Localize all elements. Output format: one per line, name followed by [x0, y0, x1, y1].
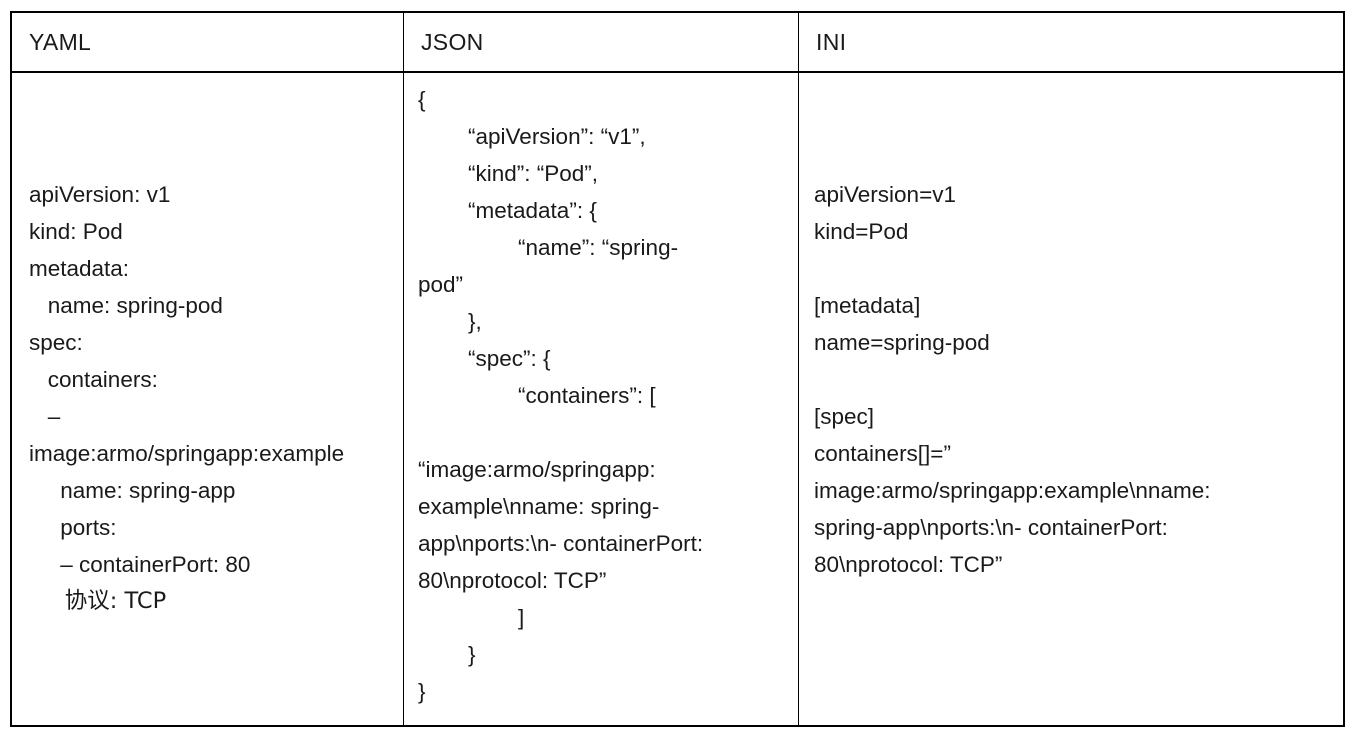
json-line: },	[418, 309, 482, 334]
yaml-line: kind: Pod	[29, 219, 123, 244]
ini-blank-line	[814, 361, 1329, 398]
yaml-line: name: spring-pod	[29, 293, 223, 318]
ini-line: 80\nprotocol: TCP”	[814, 552, 1003, 577]
yaml-line: –	[29, 404, 61, 429]
yaml-line: – containerPort: 80	[29, 552, 251, 577]
ini-line: image:armo/springapp:example\nname:	[814, 478, 1211, 503]
json-line: }	[418, 679, 426, 704]
json-line: “spec”: {	[418, 346, 551, 371]
ini-line: name=spring-pod	[814, 330, 990, 355]
json-line: example\nname: spring-	[418, 494, 660, 519]
ini-line: [spec]	[814, 404, 875, 429]
column-header-ini: INI	[798, 13, 1343, 71]
yaml-line: 协议: TCP	[29, 588, 167, 614]
ini-line: [metadata]	[814, 293, 921, 318]
column-header-yaml: YAML	[12, 13, 403, 71]
table-body-row: apiVersion: v1 kind: Pod metadata: name: s…	[12, 73, 1343, 725]
ini-line: containers[]=”	[814, 441, 951, 466]
json-line: “image:armo/springapp:	[418, 457, 656, 482]
column-header-yaml-label: YAML	[29, 28, 92, 55]
cell-yaml: apiVersion: v1 kind: Pod metadata: name: s…	[12, 73, 403, 725]
ini-code-block: apiVersion=v1 kind=Pod [metadata] name=spri…	[814, 176, 1329, 583]
json-line: ]	[418, 605, 525, 630]
json-line: app\nports:\n- containerPort:	[418, 531, 704, 556]
ini-line: apiVersion=v1	[814, 182, 956, 207]
json-line: 80\nprotocol: TCP”	[418, 568, 607, 593]
yaml-line: metadata:	[29, 256, 130, 281]
json-line: “metadata”: {	[418, 198, 597, 223]
column-header-ini-label: INI	[816, 28, 847, 55]
json-line: }	[418, 642, 476, 667]
json-line: “name”: “spring-	[418, 235, 679, 260]
ini-blank-line	[814, 250, 1329, 287]
yaml-line: name: spring-app	[29, 478, 236, 503]
cell-json: { “apiVersion”: “v1”, “kind”: “Pod”, “me…	[403, 73, 798, 725]
yaml-line: spec:	[29, 330, 83, 355]
json-line: “containers”: [	[418, 383, 656, 408]
json-line: “kind”: “Pod”,	[418, 161, 599, 186]
json-blank-line	[418, 414, 784, 451]
json-line: {	[418, 87, 426, 112]
ini-line: spring-app\nports:\n- containerPort:	[814, 515, 1168, 540]
ini-line: kind=Pod	[814, 219, 909, 244]
column-header-json-label: JSON	[421, 28, 484, 55]
json-line: pod”	[418, 272, 464, 297]
table-header-row: YAML JSON INI	[12, 13, 1343, 73]
json-code-block: { “apiVersion”: “v1”, “kind”: “Pod”, “me…	[418, 81, 784, 710]
json-line: “apiVersion”: “v1”,	[418, 124, 646, 149]
yaml-line: image:armo/springapp:example	[29, 441, 345, 466]
cell-ini: apiVersion=v1 kind=Pod [metadata] name=spri…	[798, 73, 1343, 725]
yaml-line: ports:	[29, 515, 117, 540]
yaml-line: apiVersion: v1	[29, 182, 171, 207]
format-comparison-table: YAML JSON INI apiVersion: v1 kind: Pod met…	[10, 11, 1345, 727]
yaml-line: containers:	[29, 367, 158, 392]
yaml-code-block: apiVersion: v1 kind: Pod metadata: name: s…	[29, 176, 397, 620]
column-header-json: JSON	[403, 13, 798, 71]
